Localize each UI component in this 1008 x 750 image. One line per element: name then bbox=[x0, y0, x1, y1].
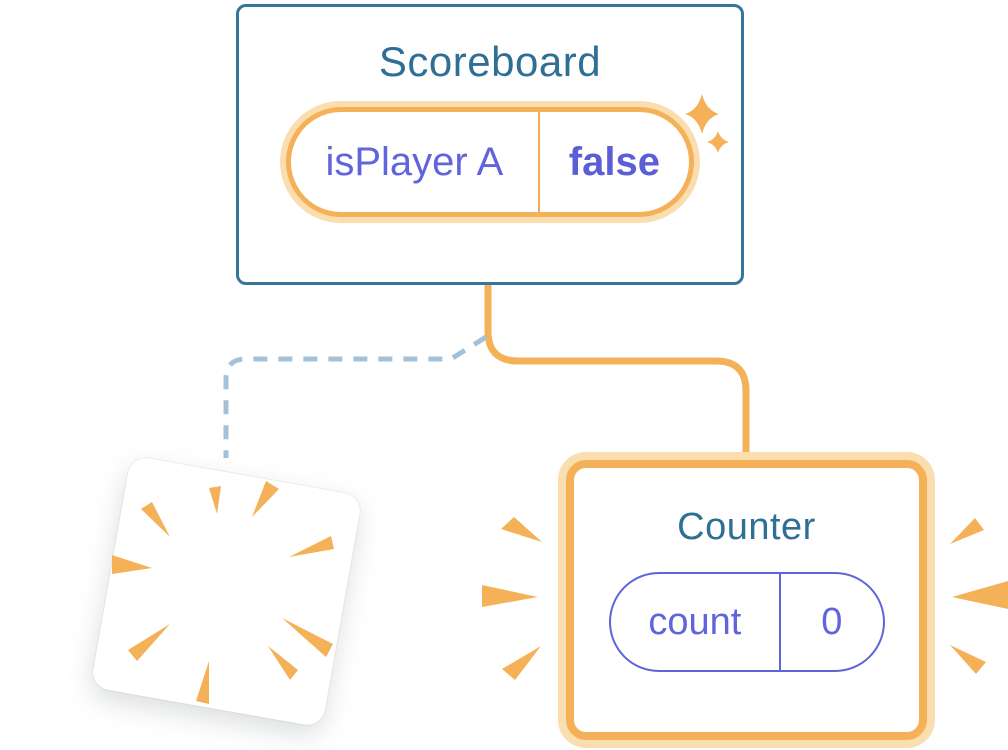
counter-state-name: count bbox=[648, 601, 742, 643]
counter-title: Counter bbox=[677, 506, 816, 548]
counter-state-pill: count 0 bbox=[608, 572, 885, 672]
scoreboard-title: Scoreboard bbox=[378, 38, 602, 85]
counter-card: Counter count 0 bbox=[566, 460, 927, 740]
pill-divider bbox=[537, 112, 540, 212]
connector-scoreboard-to-removed-dashed bbox=[223, 334, 488, 458]
connector-scoreboard-to-counter bbox=[484, 279, 750, 462]
removed-component-card bbox=[90, 455, 363, 728]
scoreboard-state-name: isPlayer A bbox=[325, 140, 504, 184]
scoreboard-state-pill: isPlayer A false bbox=[286, 107, 694, 217]
counter-state-value: 0 bbox=[821, 601, 843, 643]
scoreboard-card: Scoreboard isPlayer A false bbox=[236, 4, 744, 285]
pill-divider bbox=[779, 574, 782, 670]
scoreboard-state-value: false bbox=[568, 140, 660, 184]
